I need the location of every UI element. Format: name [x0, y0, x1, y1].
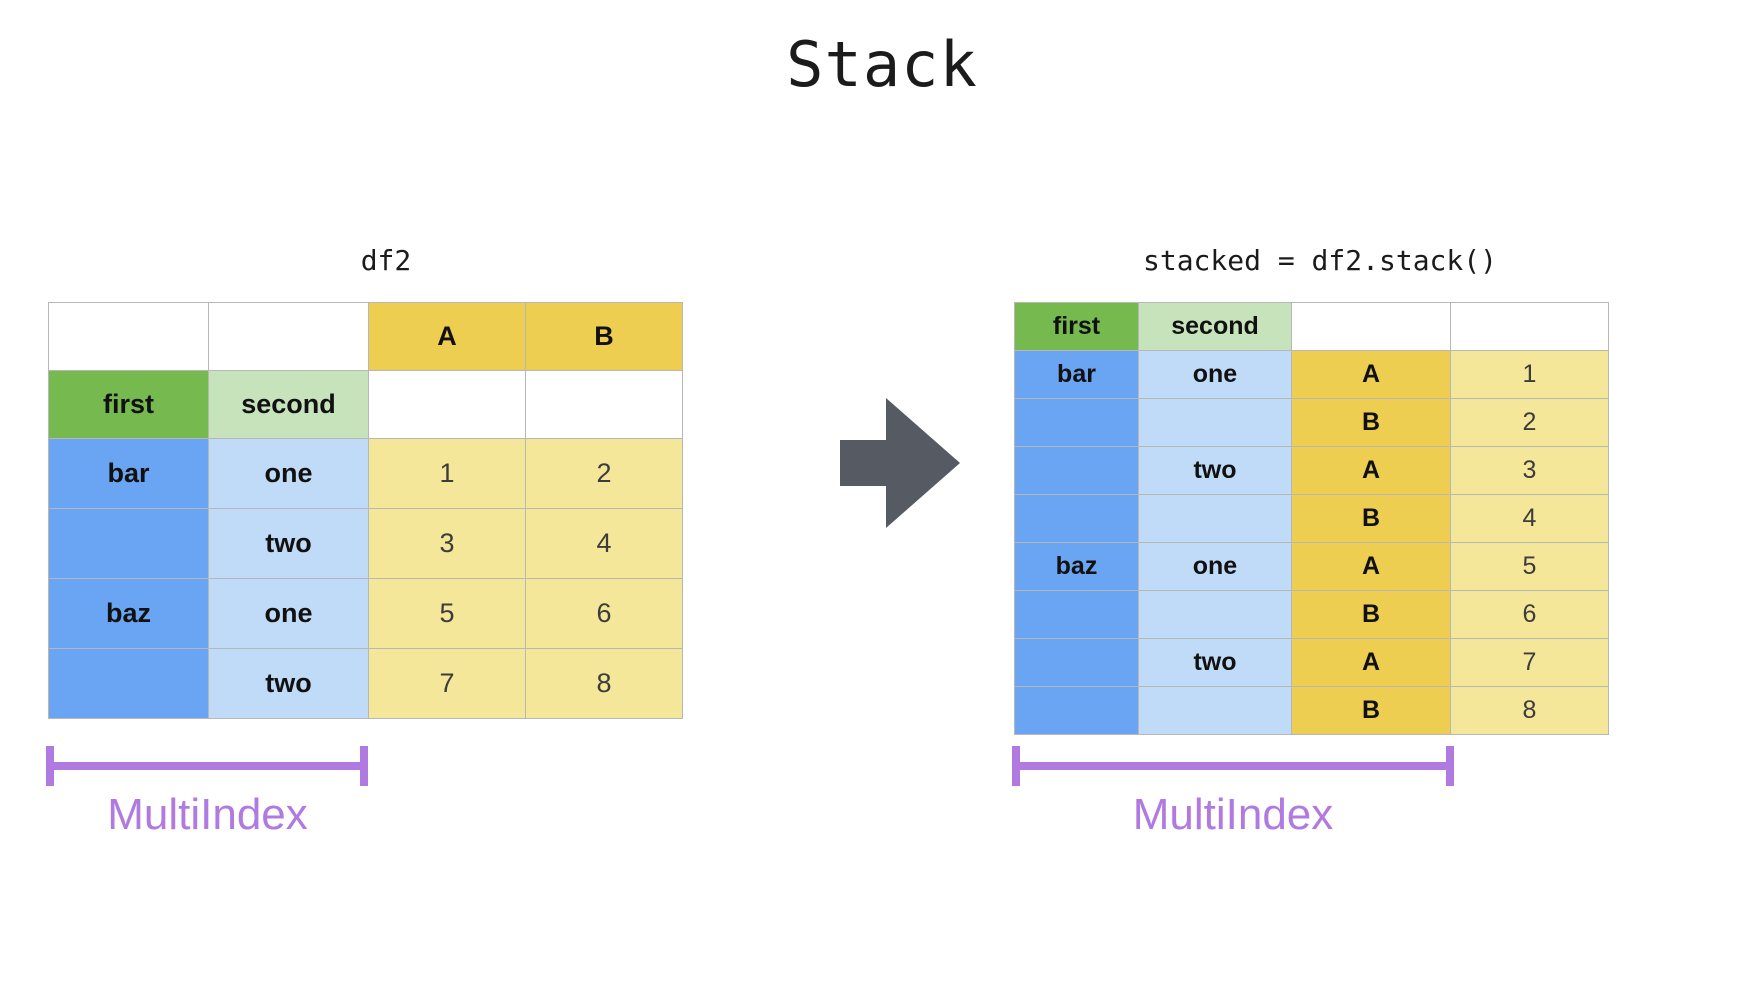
index-cell-level3: B — [1291, 494, 1451, 543]
value-column-header-blank — [1450, 302, 1609, 351]
value-cell-b: 2 — [525, 438, 683, 509]
index-cell-first — [48, 648, 209, 719]
multiindex-bracket-right — [1012, 744, 1454, 788]
table-row: B 4 — [1014, 494, 1609, 543]
index-cell-first: baz — [48, 578, 209, 649]
value-cell: 2 — [1450, 398, 1609, 447]
multiindex-label-right: MultiIndex — [1132, 790, 1334, 839]
index-cell-first: baz — [1014, 542, 1139, 591]
index-cell-second: one — [208, 438, 369, 509]
index-cell-first — [1014, 494, 1139, 543]
table-row: two 7 8 — [48, 648, 683, 719]
index-cell-first — [1014, 398, 1139, 447]
table-row: baz one 5 6 — [48, 578, 683, 649]
index-cell-first — [1014, 590, 1139, 639]
value-cell-a: 5 — [368, 578, 526, 649]
left-table-caption: df2 — [360, 244, 412, 277]
table-row: two A 7 — [1014, 638, 1609, 687]
value-cell: 6 — [1450, 590, 1609, 639]
index-cell-second — [1138, 398, 1292, 447]
index-cell-second — [1138, 590, 1292, 639]
multiindex-label-left: MultiIndex — [107, 790, 308, 839]
index-cell-second: one — [1138, 542, 1292, 591]
dataframe-df2-table: A B first second bar one 1 2 two 3 4 baz… — [48, 302, 683, 719]
blank-cell-a — [368, 370, 526, 439]
right-arrow-icon — [840, 398, 960, 528]
blank-cell-b — [525, 370, 683, 439]
index-cell-second: two — [208, 648, 369, 719]
index-cell-second — [1138, 494, 1292, 543]
index-cell-level3: A — [1291, 350, 1451, 399]
index-name-first: first — [48, 370, 209, 439]
value-cell: 4 — [1450, 494, 1609, 543]
index-cell-second: one — [1138, 350, 1292, 399]
value-cell-b: 4 — [525, 508, 683, 579]
corner-cell-blank-1 — [48, 302, 209, 371]
index-cell-first — [1014, 686, 1139, 735]
table-row: B 6 — [1014, 590, 1609, 639]
index-cell-level3: B — [1291, 590, 1451, 639]
index-cell-level3: A — [1291, 446, 1451, 495]
index-cell-second: two — [1138, 446, 1292, 495]
right-table-caption: stacked = df2.stack() — [1142, 244, 1497, 277]
index-cell-second: one — [208, 578, 369, 649]
index-cell-first: bar — [48, 438, 209, 509]
value-cell-a: 7 — [368, 648, 526, 719]
index-cell-level3: B — [1291, 686, 1451, 735]
multiindex-bracket-left — [46, 744, 368, 788]
index-cell-second: two — [208, 508, 369, 579]
value-cell-b: 8 — [525, 648, 683, 719]
corner-cell-blank-2 — [208, 302, 369, 371]
table-row: baz one A 5 — [1014, 542, 1609, 591]
column-header-b: B — [525, 302, 683, 371]
table-row-column-header: A B — [48, 302, 683, 371]
index-name-second: second — [1138, 302, 1292, 351]
index-cell-first — [1014, 638, 1139, 687]
value-cell: 5 — [1450, 542, 1609, 591]
index-name-level3-blank — [1291, 302, 1451, 351]
table-row: two 3 4 — [48, 508, 683, 579]
index-name-first: first — [1014, 302, 1139, 351]
index-cell-level3: B — [1291, 398, 1451, 447]
dataframe-stacked-table: first second bar one A 1 B 2 two A 3 B 4… — [1014, 302, 1609, 735]
index-name-second: second — [208, 370, 369, 439]
index-cell-first — [48, 508, 209, 579]
page-title: Stack — [786, 28, 978, 101]
index-cell-level3: A — [1291, 542, 1451, 591]
value-cell: 8 — [1450, 686, 1609, 735]
value-cell: 3 — [1450, 446, 1609, 495]
table-row: two A 3 — [1014, 446, 1609, 495]
index-cell-level3: A — [1291, 638, 1451, 687]
table-row: B 2 — [1014, 398, 1609, 447]
index-cell-second: two — [1138, 638, 1292, 687]
value-cell-b: 6 — [525, 578, 683, 649]
index-cell-first: bar — [1014, 350, 1139, 399]
table-row-index-names: first second — [1014, 302, 1609, 351]
value-cell-a: 1 — [368, 438, 526, 509]
value-cell-a: 3 — [368, 508, 526, 579]
value-cell: 7 — [1450, 638, 1609, 687]
table-row: B 8 — [1014, 686, 1609, 735]
table-row: bar one A 1 — [1014, 350, 1609, 399]
index-cell-second — [1138, 686, 1292, 735]
table-row-index-names: first second — [48, 370, 683, 439]
value-cell: 1 — [1450, 350, 1609, 399]
table-row: bar one 1 2 — [48, 438, 683, 509]
index-cell-first — [1014, 446, 1139, 495]
column-header-a: A — [368, 302, 526, 371]
